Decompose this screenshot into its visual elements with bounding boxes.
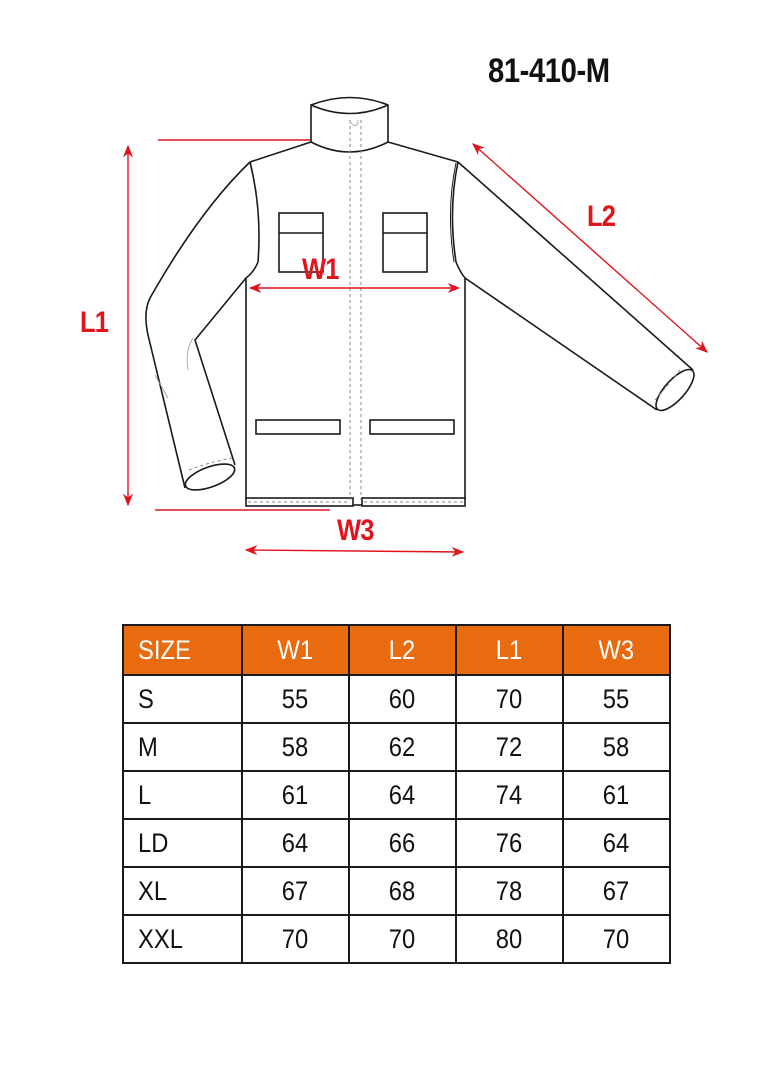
cell-w3: 55 <box>562 674 671 724</box>
cell-w3: 67 <box>562 866 671 916</box>
cell-w3: 58 <box>562 722 671 772</box>
label-w1: W1 <box>302 253 339 286</box>
table-row: XL 67 68 78 67 <box>122 866 671 916</box>
header-w1: W1 <box>241 624 350 676</box>
size-chart-table: SIZE W1 L2 L1 W3 S 55 60 70 55 M 58 62 7… <box>122 624 671 964</box>
header-l2: L2 <box>348 624 457 676</box>
cell-size: M <box>122 722 243 772</box>
cell-w1: 58 <box>241 722 350 772</box>
cell-w3: 61 <box>562 770 671 820</box>
table-row: L 61 64 74 61 <box>122 770 671 820</box>
cell-l2: 66 <box>348 818 457 868</box>
cell-w3: 70 <box>562 914 671 964</box>
label-l1: L1 <box>80 306 109 339</box>
cell-l2: 62 <box>348 722 457 772</box>
label-w3: W3 <box>337 514 374 547</box>
cell-l2: 64 <box>348 770 457 820</box>
cell-l2: 70 <box>348 914 457 964</box>
cell-w1: 67 <box>241 866 350 916</box>
stitching <box>188 120 681 503</box>
jacket-diagram <box>122 96 708 557</box>
cell-w1: 70 <box>241 914 350 964</box>
table-row: XXL 70 70 80 70 <box>122 914 671 964</box>
product-code: 81-410-M <box>488 52 610 90</box>
cell-l2: 68 <box>348 866 457 916</box>
table-row: LD 64 66 76 64 <box>122 818 671 868</box>
table-row: S 55 60 70 55 <box>122 674 671 724</box>
table-header-row: SIZE W1 L2 L1 W3 <box>122 624 671 676</box>
cell-l1: 72 <box>455 722 564 772</box>
measurement-lines <box>122 139 708 557</box>
cell-w3: 64 <box>562 818 671 868</box>
cell-l1: 78 <box>455 866 564 916</box>
cell-l1: 70 <box>455 674 564 724</box>
header-size: SIZE <box>122 624 243 676</box>
cell-w1: 61 <box>241 770 350 820</box>
jacket-outline <box>145 96 695 507</box>
cell-size: S <box>122 674 243 724</box>
cell-l1: 74 <box>455 770 564 820</box>
header-w3: W3 <box>562 624 671 676</box>
cell-size: L <box>122 770 243 820</box>
fold-lines <box>154 119 359 399</box>
cell-l1: 80 <box>455 914 564 964</box>
header-l1: L1 <box>455 624 564 676</box>
cell-w1: 55 <box>241 674 350 724</box>
cell-size: XXL <box>122 914 243 964</box>
cell-size: XL <box>122 866 243 916</box>
cell-l1: 76 <box>455 818 564 868</box>
cell-size: LD <box>122 818 243 868</box>
cell-w1: 64 <box>241 818 350 868</box>
cell-l2: 60 <box>348 674 457 724</box>
label-l2: L2 <box>587 200 616 233</box>
table-row: M 58 62 72 58 <box>122 722 671 772</box>
